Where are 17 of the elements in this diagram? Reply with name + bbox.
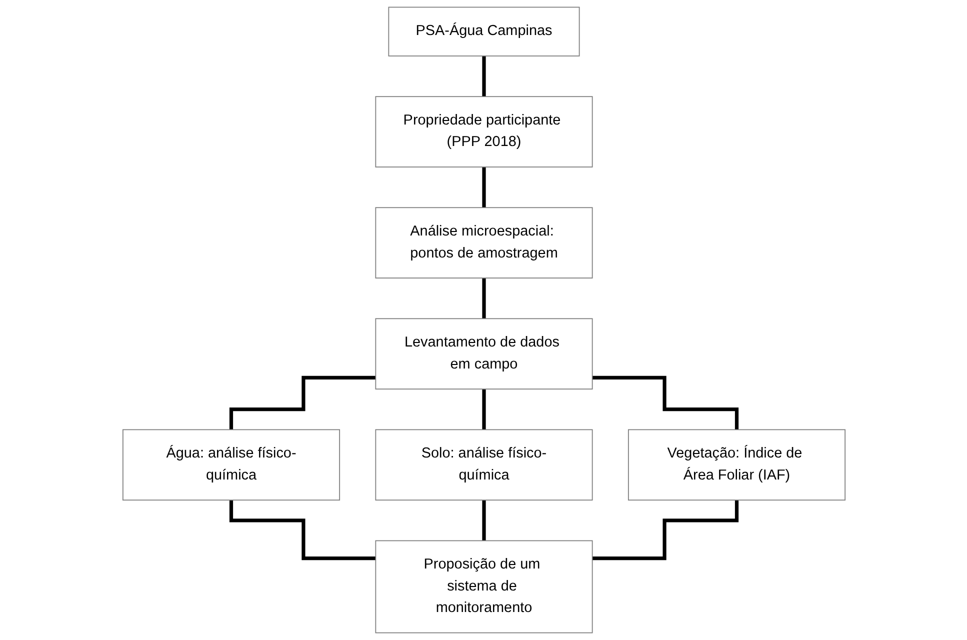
connector [482,387,486,432]
connector [228,376,376,432]
connector [482,276,486,320]
node-box: Água: análise físico-química [122,429,340,501]
connector [482,165,486,210]
connector [592,376,738,432]
node-box: Vegetação: Índice de Área Foliar (IAF) [627,429,846,501]
connector [228,498,376,560]
connector [482,498,486,542]
node-box: Análise microespacial: pontos de amostragem [374,207,592,278]
connector [592,498,738,560]
node-box: Propriedade participante (PPP 2018) [374,96,592,168]
node-box: PSA-Água Campinas [388,6,580,56]
node-box: Proposição de um sistema de monitoramento [374,540,592,634]
connector [482,54,486,98]
node-box: Levantamento de dados em campo [374,318,592,390]
node-box: Solo: análise físico-química [374,429,592,501]
